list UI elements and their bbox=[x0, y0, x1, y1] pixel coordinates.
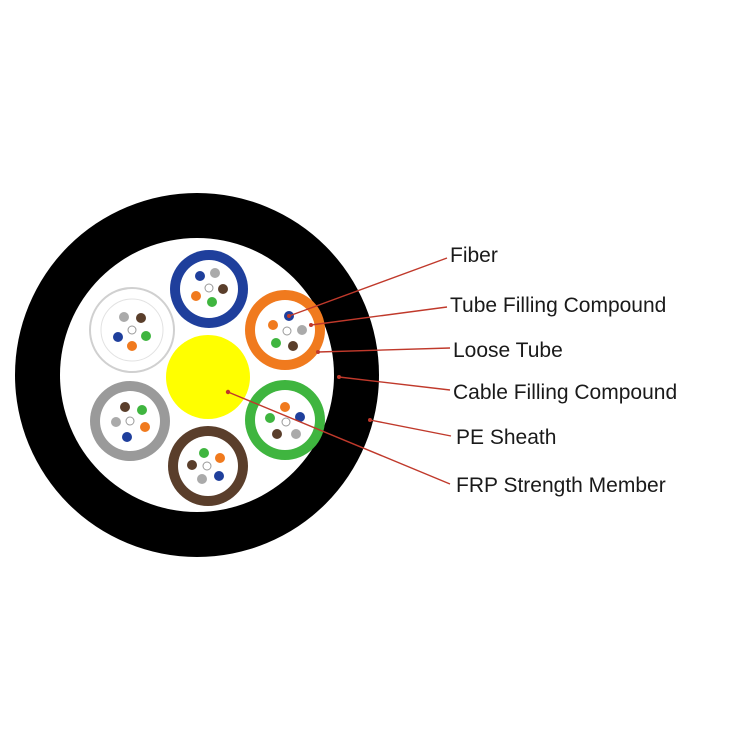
leader-dot-frp bbox=[225, 389, 231, 395]
fiber bbox=[297, 325, 307, 335]
fiber bbox=[187, 460, 197, 470]
fiber bbox=[281, 417, 291, 427]
fiber bbox=[137, 405, 147, 415]
leader-lines bbox=[225, 257, 452, 485]
fiber bbox=[120, 402, 130, 412]
loose-tube-green bbox=[245, 380, 325, 460]
fiber bbox=[119, 312, 129, 322]
label-tube-filling-compound: Tube Filling Compound bbox=[450, 294, 666, 317]
fiber bbox=[127, 325, 137, 335]
fiber bbox=[207, 297, 217, 307]
fiber bbox=[288, 341, 298, 351]
loose-tube-brown bbox=[168, 426, 248, 506]
leader-line-pe-sheath bbox=[369, 419, 452, 437]
label-frp-strength-member: FRP Strength Member bbox=[456, 474, 666, 497]
fiber bbox=[122, 432, 132, 442]
fiber bbox=[140, 422, 150, 432]
leader-dot-pe-sheath bbox=[368, 418, 372, 422]
fiber bbox=[195, 271, 205, 281]
label-loose-tube: Loose Tube bbox=[453, 339, 563, 362]
fiber bbox=[141, 331, 151, 341]
fiber bbox=[282, 326, 292, 336]
fiber bbox=[218, 284, 228, 294]
leader-line-cable-filling bbox=[338, 376, 451, 391]
frp-strength-member bbox=[166, 335, 250, 419]
fiber bbox=[291, 429, 301, 439]
fiber bbox=[280, 402, 290, 412]
fiber bbox=[214, 471, 224, 481]
fiber bbox=[271, 338, 281, 348]
leader-dot-fiber bbox=[287, 314, 291, 318]
fiber bbox=[125, 416, 135, 426]
label-pe-sheath: PE Sheath bbox=[456, 426, 556, 449]
leader-dot-tube-filling bbox=[309, 323, 313, 327]
fiber bbox=[127, 341, 137, 351]
fiber bbox=[197, 474, 207, 484]
leader-line-fiber bbox=[288, 257, 448, 317]
fiber bbox=[295, 412, 305, 422]
fiber bbox=[268, 320, 278, 330]
fiber bbox=[202, 461, 212, 471]
fiber bbox=[210, 268, 220, 278]
label-cable-filling-compound: Cable Filling Compound bbox=[453, 381, 677, 404]
loose-tube-white bbox=[89, 287, 175, 373]
fiber bbox=[272, 429, 282, 439]
label-fiber: Fiber bbox=[450, 244, 498, 267]
leader-line-tube-filling bbox=[310, 306, 448, 326]
fiber bbox=[215, 453, 225, 463]
leader-line-frp bbox=[227, 391, 451, 485]
leader-line-loose-tube bbox=[317, 347, 451, 353]
fiber bbox=[199, 448, 209, 458]
fiber bbox=[191, 291, 201, 301]
fiber bbox=[265, 413, 275, 423]
loose-tube-blue bbox=[170, 250, 248, 328]
loose-tube-orange bbox=[245, 290, 325, 370]
fiber bbox=[136, 313, 146, 323]
leader-dot-cable-filling bbox=[337, 375, 341, 379]
leader-dot-loose-tube bbox=[316, 350, 320, 354]
fiber bbox=[204, 283, 214, 293]
loose-tube-gray bbox=[90, 381, 170, 461]
fiber bbox=[111, 417, 121, 427]
fiber bbox=[113, 332, 123, 342]
